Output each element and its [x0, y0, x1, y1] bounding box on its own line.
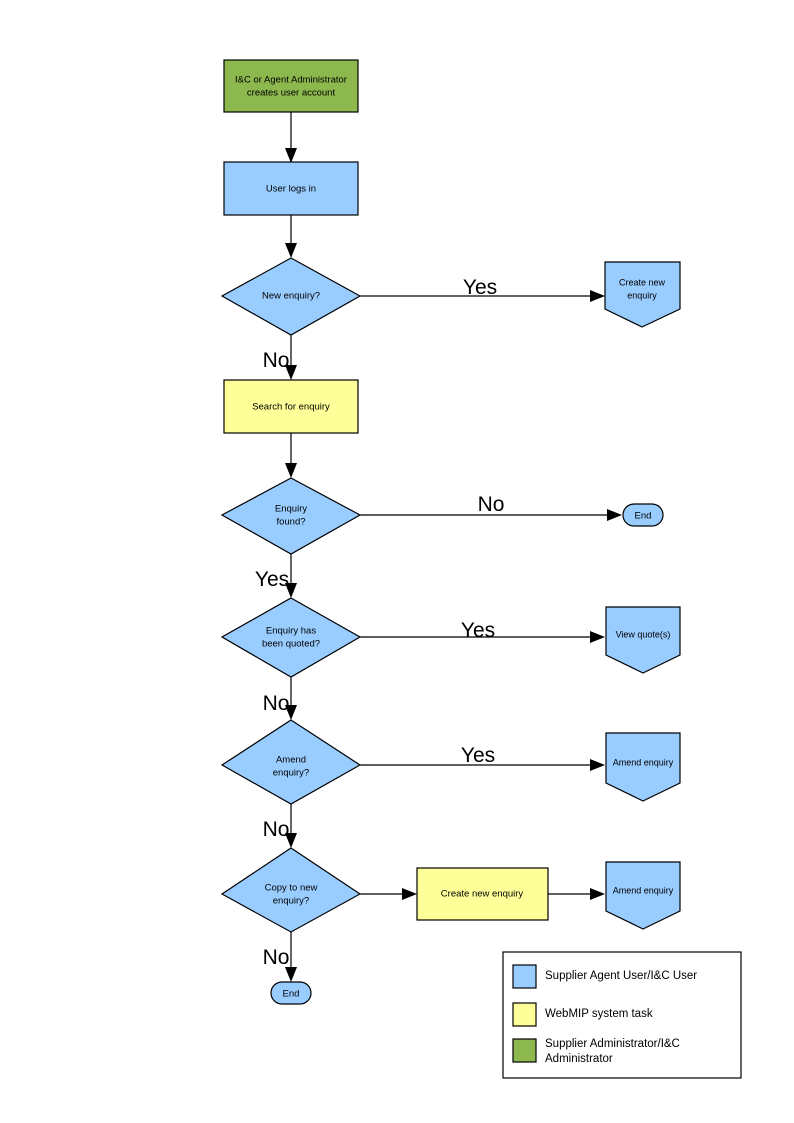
edge-label-new-enquiry-no: No: [263, 349, 290, 372]
create-new-enquiry-pentagon-label-line1: Create new: [619, 277, 666, 287]
legend-label-supplier-agent-user: Supplier Agent User/I&C User: [545, 970, 697, 982]
edge-label-copy-no: No: [263, 946, 290, 969]
node-enquiry-quoted-decision[interactable]: Enquiry has been quoted?: [220, 597, 362, 678]
legend-frame: [502, 951, 742, 1079]
node-search-for-enquiry[interactable]: Search for enquiry: [223, 379, 359, 434]
user-logs-in-shape[interactable]: [223, 161, 359, 216]
node-create-new-enquiry-pentagon[interactable]: Create new enquiry: [604, 261, 681, 328]
arrowhead-quoted-yes: [590, 631, 605, 643]
node-view-quotes-pentagon[interactable]: View quote(s): [605, 606, 681, 674]
edge-label-amend-no: No: [263, 818, 290, 841]
arrowhead-found-no: [607, 509, 622, 521]
legend-item-webmip-system-task: WebMIP system task: [512, 1002, 653, 1027]
arrowhead-amend-yes: [590, 759, 605, 771]
node-new-enquiry-decision[interactable]: New enquiry?: [220, 257, 362, 336]
node-amend-enquiry-pentagon-1[interactable]: Amend enquiry: [605, 732, 681, 802]
create-new-enquiry-task-shape[interactable]: [416, 867, 549, 921]
edge-label-amend-yes: Yes: [461, 744, 495, 767]
amend-enquiry-decision-label-line1: Amend: [276, 755, 306, 766]
arrowhead-quoted-no: [285, 705, 297, 720]
legend-swatch-blue: [512, 964, 537, 989]
arrowhead-new-enquiry-no: [285, 365, 297, 380]
search-for-enquiry-shape[interactable]: [223, 379, 359, 434]
node-amend-enquiry-decision[interactable]: Amend enquiry?: [220, 719, 362, 805]
view-quotes-pentagon-label: View quote(s): [616, 629, 671, 639]
create-new-enquiry-task-label: Create new enquiry: [441, 889, 524, 900]
admin-creates-account-shape[interactable]: [223, 59, 359, 113]
edge-label-found-no: No: [478, 493, 505, 516]
search-for-enquiry-label: Search for enquiry: [252, 402, 330, 413]
enquiry-quoted-decision-label-line1: Enquiry has: [266, 626, 316, 637]
end-final-label: End: [283, 989, 300, 1000]
user-logs-in-label: User logs in: [266, 184, 316, 195]
arrowhead-new-enquiry-yes: [590, 290, 605, 302]
node-copy-to-new-enquiry-decision[interactable]: Copy to new enquiry?: [220, 847, 362, 933]
arrowhead-admin-to-login: [285, 148, 297, 163]
admin-creates-account-label-line2: creates user account: [247, 88, 336, 99]
legend-label-supplier-administrator-line1: Supplier Administrator/I&C: [545, 1038, 680, 1050]
admin-creates-account-label-line1: I&C or Agent Administrator: [235, 75, 347, 86]
node-amend-enquiry-pentagon-2[interactable]: Amend enquiry: [605, 861, 681, 930]
legend-swatch-green: [512, 1038, 537, 1063]
node-admin-creates-account[interactable]: I&C or Agent Administrator creates user …: [223, 59, 359, 113]
end-not-found-shape[interactable]: [622, 503, 664, 527]
edge-label-found-yes: Yes: [255, 568, 289, 591]
new-enquiry-decision-shape[interactable]: [220, 257, 362, 336]
create-new-enquiry-pentagon-label-line2: enquiry: [627, 290, 657, 300]
arrowhead-create-to-amend2: [590, 888, 605, 900]
legend-item-supplier-administrator: Supplier Administrator/I&C Administrator: [512, 1038, 680, 1065]
enquiry-found-decision-label-line2: found?: [276, 517, 305, 528]
node-enquiry-found-decision[interactable]: Enquiry found?: [220, 477, 362, 555]
node-end-final[interactable]: End: [270, 981, 312, 1005]
amend-enquiry-pentagon-2-label: Amend enquiry: [613, 885, 674, 895]
enquiry-found-decision-label-line1: Enquiry: [275, 504, 307, 515]
arrowhead-copy-no: [285, 967, 297, 982]
amend-enquiry-pentagon-1-shape[interactable]: [605, 732, 681, 802]
amend-enquiry-pentagon-1-label: Amend enquiry: [613, 757, 674, 767]
copy-to-new-enquiry-decision-label-line2: enquiry?: [273, 896, 309, 907]
amend-enquiry-pentagon-2-shape[interactable]: [605, 861, 681, 930]
node-end-not-found[interactable]: End: [622, 503, 664, 527]
new-enquiry-decision-label: New enquiry?: [262, 291, 320, 302]
copy-to-new-enquiry-decision-shape[interactable]: [220, 847, 362, 933]
arrowhead-amend-no: [285, 833, 297, 848]
edge-label-new-enquiry-yes: Yes: [463, 276, 497, 299]
arrowhead-login-to-new-enquiry: [285, 243, 297, 258]
enquiry-found-decision-shape[interactable]: [220, 477, 362, 555]
arrowhead-search-to-found: [285, 463, 297, 478]
create-new-enquiry-pentagon-shape[interactable]: [604, 261, 681, 328]
view-quotes-pentagon-shape[interactable]: [605, 606, 681, 674]
legend-label-webmip-system-task: WebMIP system task: [545, 1008, 653, 1020]
arrowhead-copy-to-create: [402, 888, 417, 900]
legend-item-supplier-agent-user: Supplier Agent User/I&C User: [512, 964, 697, 989]
node-user-logs-in[interactable]: User logs in: [223, 161, 359, 216]
edge-label-quoted-yes: Yes: [461, 619, 495, 642]
legend-swatch-yellow: [512, 1002, 537, 1027]
legend: Supplier Agent User/I&C User WebMIP syst…: [502, 951, 742, 1079]
edge-labels: Yes No No Yes Yes No Yes No No: [255, 276, 505, 969]
end-not-found-label: End: [635, 511, 652, 522]
end-final-shape[interactable]: [270, 981, 312, 1005]
legend-label-supplier-administrator-line2: Administrator: [545, 1053, 613, 1065]
connectors: [285, 112, 622, 982]
amend-enquiry-decision-label-line2: enquiry?: [273, 768, 309, 779]
node-create-new-enquiry-task[interactable]: Create new enquiry: [416, 867, 549, 921]
arrowhead-found-yes: [285, 583, 297, 598]
amend-enquiry-decision-shape[interactable]: [220, 719, 362, 805]
edge-label-quoted-no: No: [263, 692, 290, 715]
copy-to-new-enquiry-decision-label-line1: Copy to new: [265, 883, 318, 894]
enquiry-quoted-decision-label-line2: been quoted?: [262, 639, 320, 650]
enquiry-quoted-decision-shape[interactable]: [220, 597, 362, 678]
